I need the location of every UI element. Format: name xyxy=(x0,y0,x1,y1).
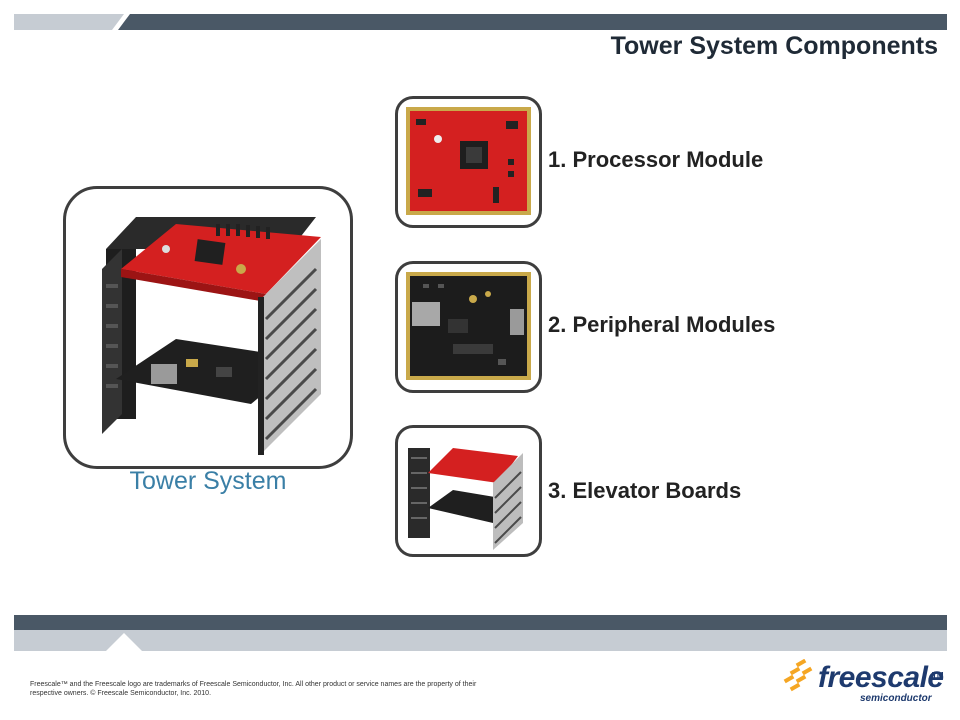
component-label-peripheral-modules: 2. Peripheral Modules xyxy=(548,312,776,337)
top-banner xyxy=(14,14,947,30)
freescale-logo-mark-icon xyxy=(783,659,813,692)
freescale-logo-tm: TM xyxy=(932,671,944,680)
freescale-logo-word: freescale xyxy=(818,661,944,694)
processor-module-photo xyxy=(395,96,542,228)
slide-title: Tower System Components xyxy=(610,32,938,60)
peripheral-module-photo xyxy=(395,261,542,393)
tower-system-caption: Tower System xyxy=(129,467,287,495)
freescale-logo: freescale TM semiconductor xyxy=(782,657,944,707)
component-label-processor-module: 1. Processor Module xyxy=(548,147,764,172)
bottom-banner xyxy=(14,615,947,651)
elevator-boards-photo xyxy=(395,425,542,557)
tower-system-image xyxy=(63,186,353,469)
component-label-elevator-boards: 3. Elevator Boards xyxy=(548,478,742,503)
freescale-logo-subtitle: semiconductor xyxy=(860,693,932,704)
legal-footnote: Freescale™ and the Freescale logo are tr… xyxy=(30,681,477,697)
